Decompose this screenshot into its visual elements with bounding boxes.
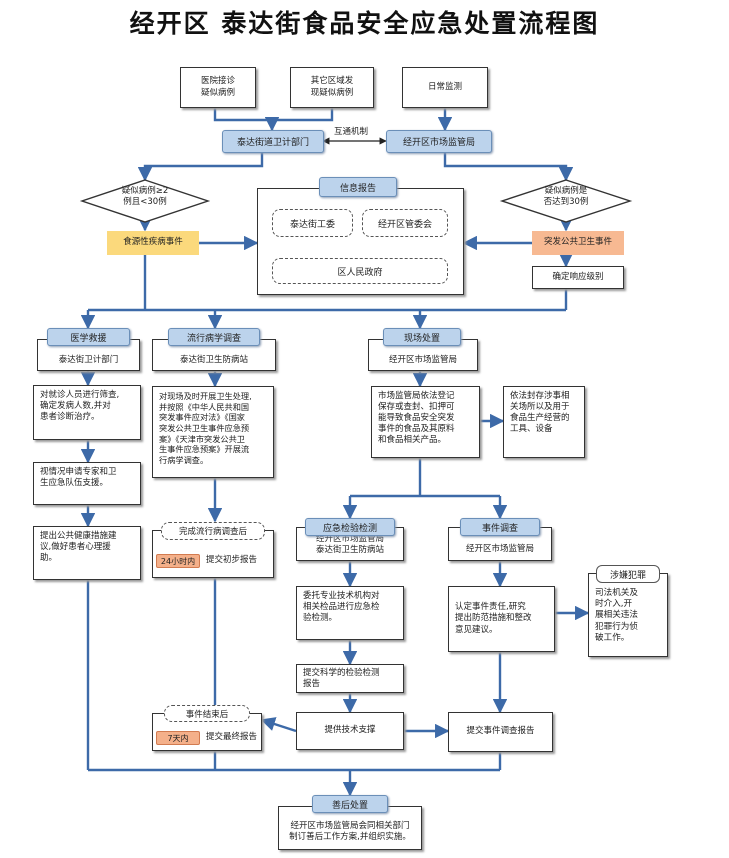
lab-tech-support: 提供技术支撑 — [296, 712, 404, 750]
medical-step-3: 提出公共健康措施建 议,做好患者心理援 助。 — [33, 526, 141, 580]
time-tag-7d: 7天内 — [156, 731, 200, 745]
lab-header: 应急检验检测 — [305, 518, 395, 536]
investigation-header: 事件调查 — [460, 518, 540, 536]
committee-taida: 泰达街工委 — [272, 209, 353, 237]
page-title: 经开区 泰达街食品安全应急处置流程图 — [129, 9, 600, 38]
medical-step-2: 视情况申请专家和卫 生应急队伍支援。 — [33, 462, 141, 505]
epi-header: 流行病学调查 — [168, 328, 260, 346]
source-daily-monitor: 日常监测 — [402, 67, 488, 108]
medical-step-1: 对就诊人员进行筛查, 确定发病人数,并对 患者诊断治疗。 — [33, 385, 141, 440]
response-level-box: 确定响应级别 — [532, 266, 624, 289]
decision-left-text: 疑似病例≥2 例且<30例 — [121, 186, 169, 208]
decision-left-shape — [79, 179, 211, 223]
end-submit-label: 提交最终报告 — [206, 732, 258, 742]
source-hospital: 医院接诊 疑似病例 — [180, 67, 256, 108]
epi-done-label: 完成流行病调查后 — [161, 522, 265, 540]
lab-step-1: 委托专业技术机构对 相关检品进行应急检 验检测。 — [296, 586, 404, 640]
mutual-mechanism-label: 互通机制 — [334, 127, 369, 137]
lab-step-2: 提交科学的检验检测 报告 — [296, 664, 404, 693]
investigation-step-1: 认定事件责任,研究 提出防范措施和整改 意见建议。 — [448, 586, 555, 652]
dept-health-bureau: 泰达街道卫计部门 — [222, 130, 324, 153]
investigation-report: 提交事件调查报告 — [448, 712, 553, 752]
site-seal-box: 依法封存涉事相 关场所以及用于 食品生产经营的 工具、设备 — [503, 386, 585, 458]
end-header: 事件结束后 — [164, 705, 250, 722]
event-foodborne: 食源性疾病事件 — [107, 231, 199, 255]
epi-submit-label: 提交初步报告 — [206, 555, 258, 565]
crime-header: 涉嫌犯罪 — [596, 565, 660, 583]
epi-step-1: 对现场及时开展卫生处理, 并按照《中华人民共和国 突发事件应对法》《国家 突发公… — [152, 386, 274, 478]
district-government: 区人民政府 — [272, 258, 448, 284]
committee-ked: 经开区管委会 — [362, 209, 448, 237]
event-public-health: 突发公共卫生事件 — [532, 231, 624, 255]
dept-market-bureau: 经开区市场监管局 — [386, 130, 492, 153]
aftermath-frame: 经开区市场监管局会同相关部门 制订善后工作方案,并组织实施。 — [278, 806, 422, 850]
site-step-1: 市场监管局依法登记 保存或查封、扣押可 能导致食品安全突发 事件的食品及其原料 … — [371, 386, 480, 458]
aftermath-header: 善后处置 — [312, 795, 388, 813]
medical-header: 医学救援 — [47, 328, 130, 346]
info-report-header: 信息报告 — [319, 177, 397, 197]
site-header: 现场处置 — [383, 328, 461, 346]
source-other-region: 其它区域发 现疑似病例 — [290, 67, 374, 108]
crime-frame: 司法机关及 时介入,开 展相关违法 犯罪行为侦 破工作。 — [588, 573, 668, 657]
decision-right-shape — [499, 179, 633, 223]
decision-right-text: 疑似病例是 否达到30例 — [543, 186, 589, 208]
time-tag-24h: 24小时内 — [156, 554, 200, 568]
